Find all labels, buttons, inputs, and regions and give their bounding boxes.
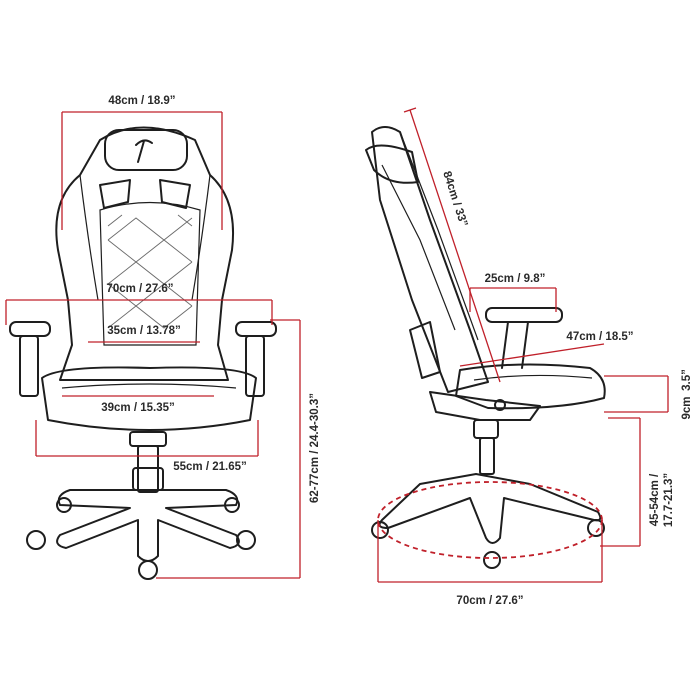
- front-dimension-lines: [5, 111, 301, 579]
- label-seat-thickness-in: 3.5”: [681, 369, 693, 391]
- label-width-top: 48cm / 18.9”: [108, 95, 175, 107]
- label-base-width: 55cm / 21.65”: [173, 461, 247, 473]
- label-seat-width: 39cm / 15.35”: [101, 402, 175, 414]
- label-armrest-height-in: 17.7-21.3”: [663, 473, 675, 527]
- side-dimension-labels: 84cm / 33” 25cm / 9.8” 47cm / 18.5” 3.5”…: [440, 170, 693, 607]
- logo-mark: [135, 139, 153, 163]
- label-backrest-height: 84cm / 33”: [440, 170, 469, 228]
- label-seat-height: 62-77cm / 24.4-30.3”: [309, 393, 321, 503]
- front-view-chair: [9, 126, 277, 580]
- front-dimension-labels: 48cm / 18.9” 70cm / 27.6” 35cm / 13.78” …: [101, 95, 321, 503]
- label-armrest-height-cm: 45-54cm /: [649, 473, 661, 526]
- label-armrest-length: 25cm / 9.8”: [485, 273, 546, 285]
- side-dimension-lines: [377, 107, 669, 583]
- label-base-diameter: 70cm / 27.6”: [456, 595, 523, 607]
- label-lumbar-width: 35cm / 13.78”: [107, 325, 181, 337]
- label-seat-depth: 47cm / 18.5”: [566, 331, 633, 343]
- side-view-chair: [365, 126, 606, 569]
- label-armrest-span: 70cm / 27.6”: [106, 283, 173, 295]
- label-seat-thickness-cm: 9cm: [681, 396, 693, 419]
